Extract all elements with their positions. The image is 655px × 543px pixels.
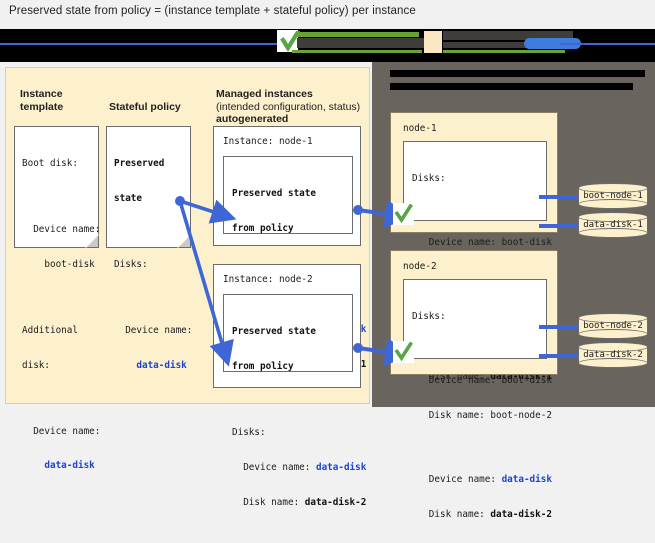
managed-instance-node-1: Instance: node-1 Preserved state from po… (213, 126, 366, 370)
mn1-preserved-1: Preserved state (232, 188, 316, 200)
band-blue-line-right (560, 43, 655, 45)
cylinder-bottom (578, 228, 648, 238)
mn2-device-name: Device name: data-disk (232, 461, 367, 473)
disk-label: boot-node-1 (583, 191, 643, 201)
node-1-data-disk: Disk name: data-disk-1 (412, 370, 552, 382)
mn2-disks-label: Disks: (232, 426, 266, 438)
diagram-stage: node-1 Disks: Device name: boot-disk Dis… (0, 62, 655, 520)
node-1-disks-label: Disks: (412, 173, 446, 185)
band-dark-strip-2 (443, 31, 573, 40)
disk-cylinder-data-disk-1: data-disk-1 (578, 212, 648, 238)
sp-line-datadisk: data-disk (114, 359, 187, 371)
node-1-boot-device: Device name: boot-disk (412, 237, 552, 249)
it-line-datadisk: data-disk (22, 460, 95, 472)
green-checkmark-icon (280, 31, 300, 52)
managed-node-1-label: Instance: node-1 (223, 136, 313, 147)
band-green-strip-3 (443, 50, 565, 53)
it-line-additional: Additional (22, 324, 78, 336)
sp-line-state: state (114, 192, 142, 204)
node-2-group: node-2 Disks: Device name: boot-disk Dis… (390, 250, 558, 520)
status-check-node-2 (393, 341, 414, 363)
stateful-policy-card: Preserved state Disks: Device name: data… (106, 126, 192, 371)
disk-label: boot-node-2 (583, 321, 643, 331)
cylinder-bottom (578, 358, 648, 368)
mn2-preserved-1: Preserved state (232, 326, 316, 338)
cylinder-top (578, 342, 648, 352)
redacted-top-band (0, 29, 655, 62)
band-green-strip-1 (297, 32, 419, 37)
cylinder-bottom (578, 329, 648, 339)
it-line-bootdisk: boot-disk (22, 258, 95, 270)
link-node1-boot-disk (539, 195, 582, 199)
managed-instances-line2: (intended configuration, status) (216, 100, 361, 113)
band-cream-chip (424, 31, 442, 53)
sp-line-preserved: Preserved (114, 158, 165, 170)
cylinder-top (578, 183, 648, 193)
diagram-root: Preserved state from policy = (instance … (0, 5, 655, 520)
band-dark-strip-3 (443, 42, 559, 48)
mn2-disk-name: Disk name: data-disk-2 (232, 496, 367, 508)
green-checkmark-icon (394, 342, 413, 362)
link-node2-data-disk (539, 354, 582, 358)
node-2-boot-device: Device name: boot-disk (412, 375, 552, 387)
stateful-policy-heading: Stateful policy (109, 101, 181, 113)
disk-label: data-disk-2 (583, 350, 643, 360)
disk-cylinder-data-disk-2: data-disk-2 (578, 342, 648, 368)
redacted-heading-1 (390, 70, 645, 77)
disk-label: data-disk-1 (583, 220, 643, 230)
node-2-boot-disk: Disk name: boot-node-2 (412, 409, 552, 421)
disk-cylinder-boot-node-2: boot-node-2 (578, 313, 648, 339)
policy-to-instances-arrows (175, 196, 237, 367)
it-line-boot: Boot disk: (22, 158, 78, 170)
managed-instances-line3: autogenerated (216, 113, 289, 125)
page-title: Preserved state from policy = (instance … (9, 5, 416, 17)
node-1-disks-box: Disks: Device name: boot-disk Disk name:… (403, 141, 552, 382)
runtime-panel: node-1 Disks: Device name: boot-disk Dis… (372, 62, 655, 520)
sp-line-disks: Disks: (114, 258, 148, 270)
it-line-devname-1: Device name: (22, 224, 101, 236)
node-2-disks-label: Disks: (412, 311, 446, 323)
cylinder-top (578, 313, 648, 323)
band-blue-line-left (0, 43, 278, 45)
band-blue-pill (524, 38, 581, 49)
disk-cylinder-boot-node-1: boot-node-1 (578, 183, 648, 209)
sp-line-devname: Device name: (114, 324, 193, 336)
link-node1-data-disk (539, 224, 582, 228)
node-1-title: node-1 (403, 123, 437, 134)
status-check-node-1 (393, 203, 414, 225)
cylinder-bottom (578, 199, 648, 209)
managed-node-2-label: Instance: node-2 (223, 274, 313, 285)
managed-instances-heading: Managed instances (intended configuratio… (216, 88, 360, 126)
managed-to-runtime-arrows (353, 199, 414, 366)
mn1-preserved-2: from policy (232, 222, 294, 234)
managed-instances-line1: Managed instances (216, 88, 313, 100)
mn2-preserved-2: from policy (232, 360, 294, 372)
band-green-strip-2 (292, 50, 422, 53)
node-2-data-device: Device name: data-disk (412, 473, 552, 485)
node-2-data-disk: Disk name: data-disk-2 (412, 508, 552, 520)
link-node2-boot-disk (539, 325, 582, 329)
band-dark-strip-1 (297, 38, 425, 48)
it-line-devname-2: Device name: (22, 425, 101, 437)
it-line-disk: disk: (22, 359, 50, 371)
redacted-heading-2 (390, 83, 633, 90)
green-checkmark-icon (394, 204, 413, 224)
node-2-title: node-2 (403, 261, 437, 272)
band-white-chip (277, 30, 298, 52)
cylinder-top (578, 212, 648, 222)
node-1-group: node-1 Disks: Device name: boot-disk Dis… (390, 112, 558, 382)
